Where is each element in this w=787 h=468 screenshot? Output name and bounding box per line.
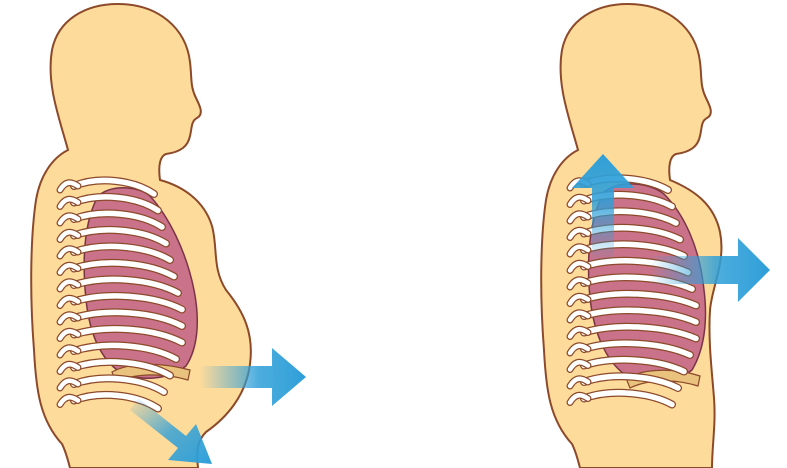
figure-abdominal-breathing	[31, 4, 306, 468]
figure-chest-breathing	[541, 4, 770, 468]
